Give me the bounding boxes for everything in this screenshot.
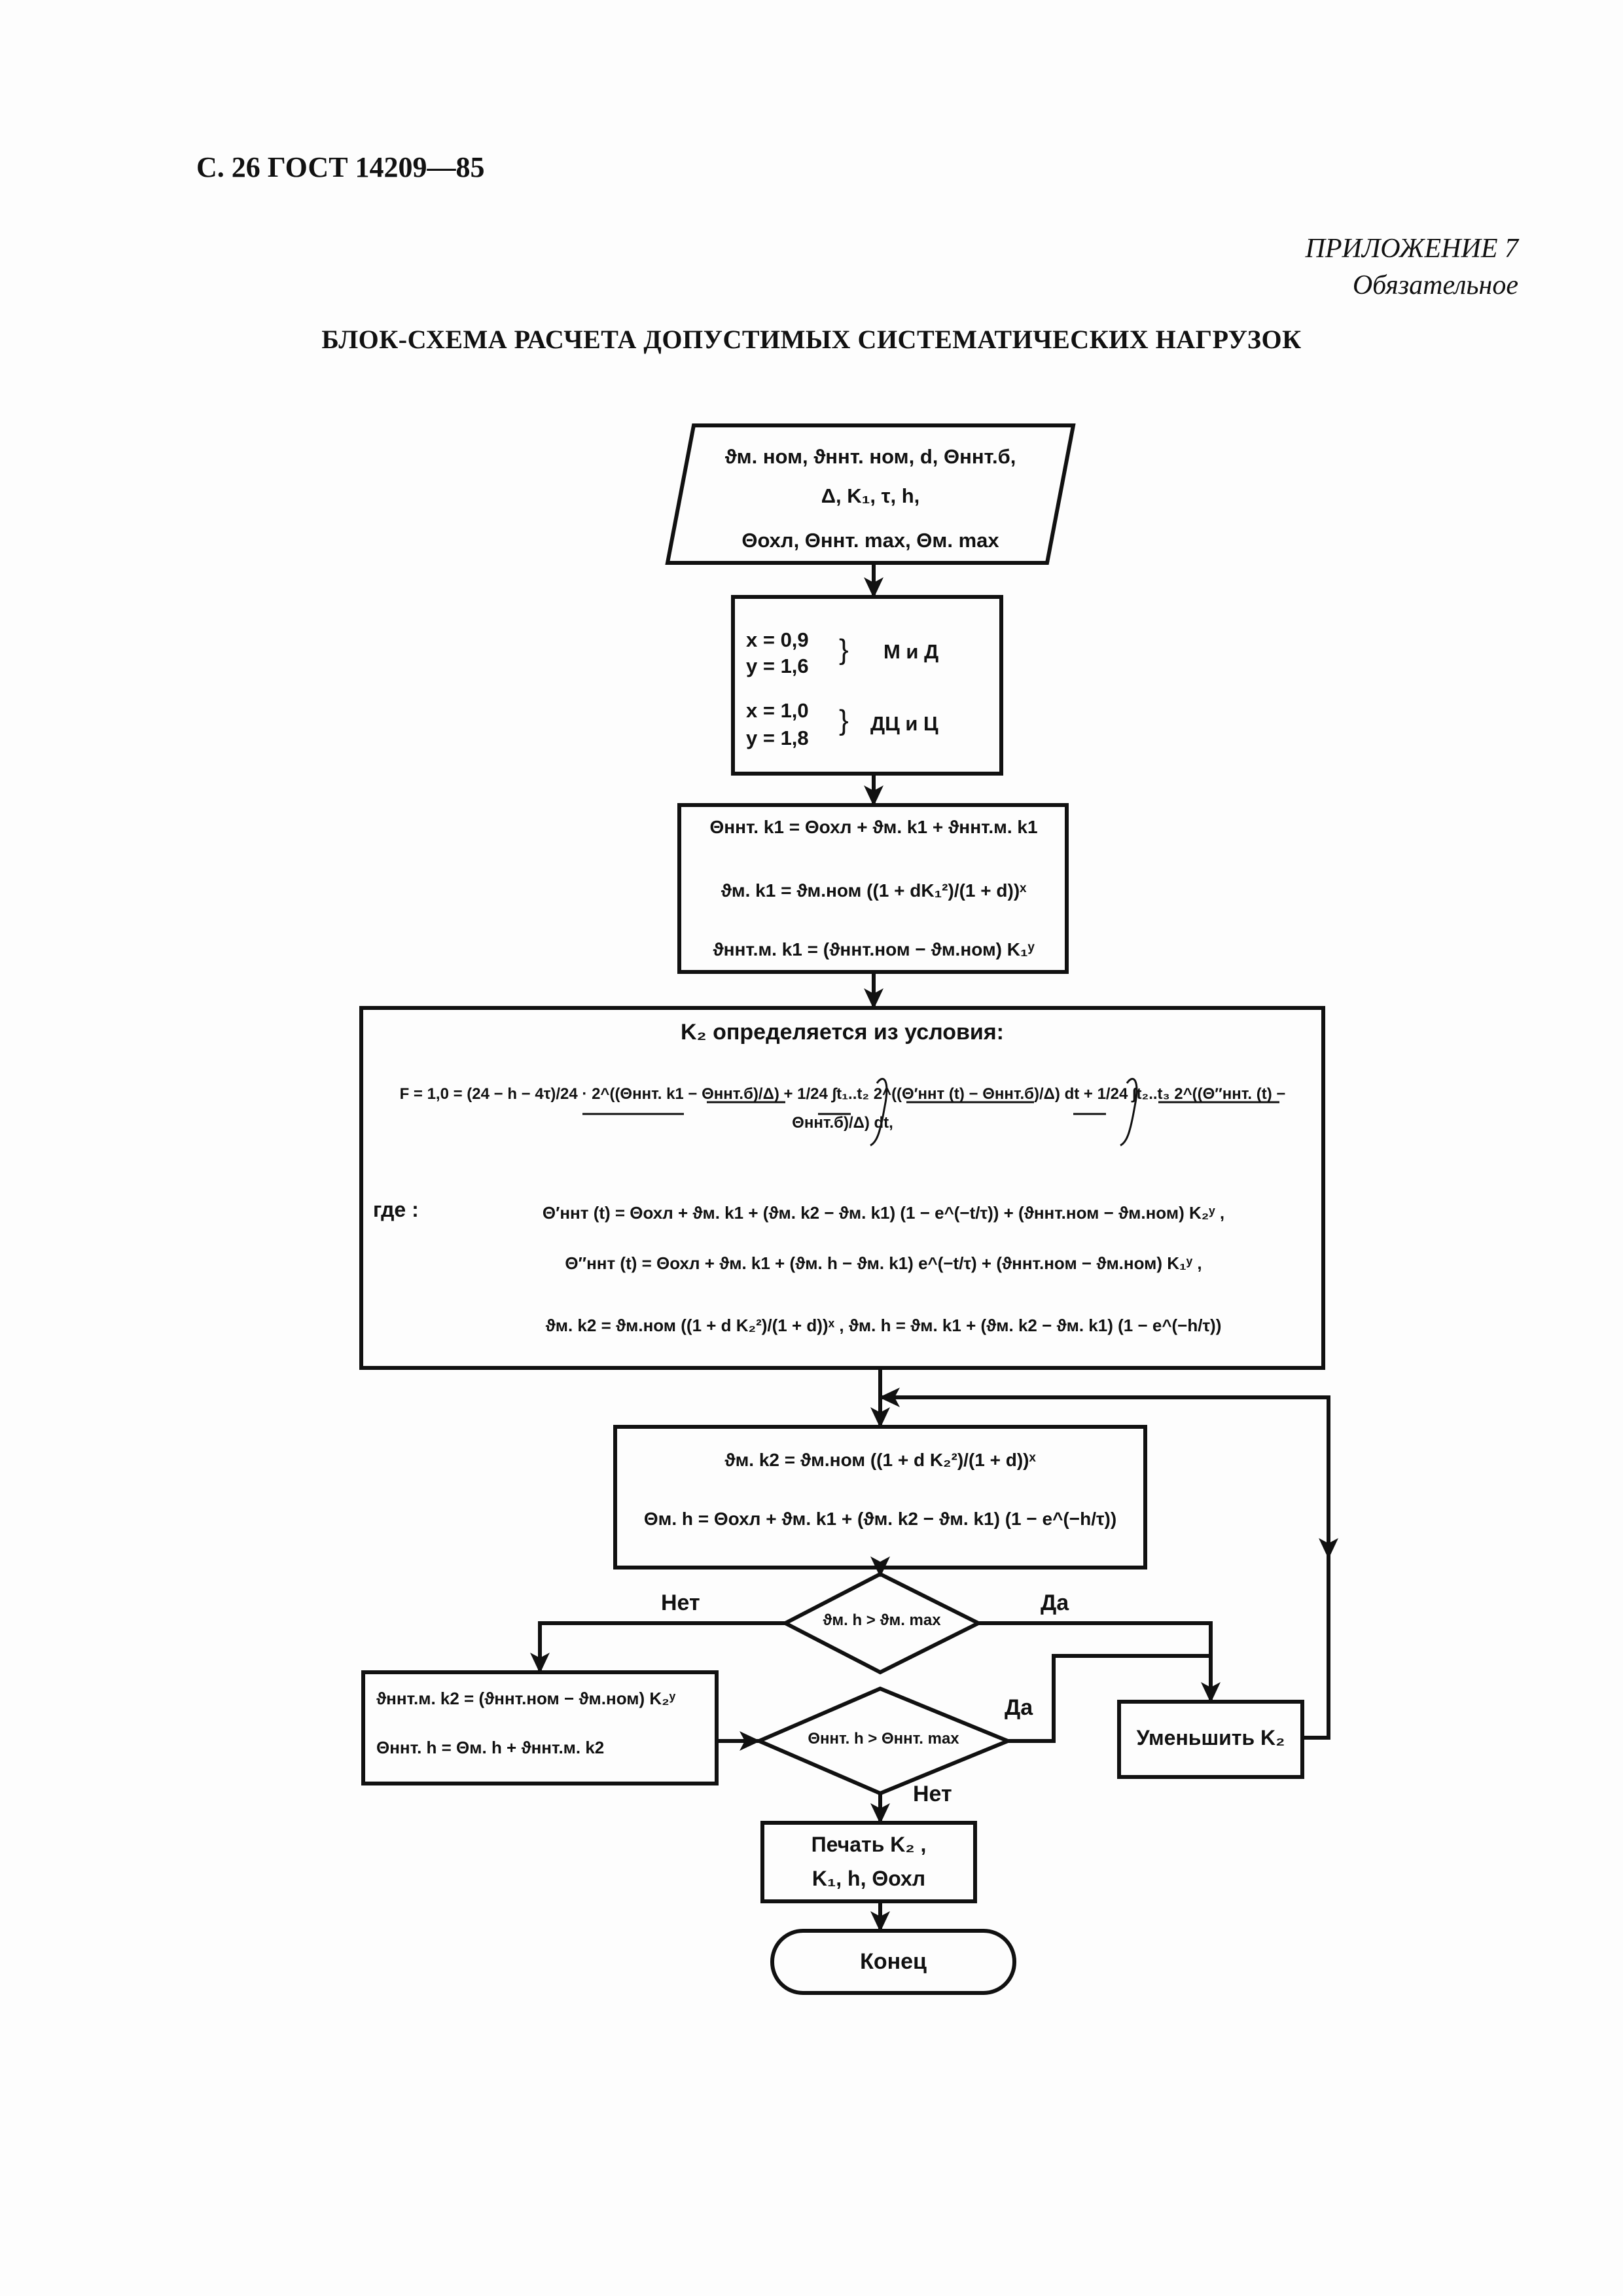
decision1-no-label: Нет bbox=[661, 1590, 700, 1615]
calc2-line1: ϑм. k2 = ϑм.ном ((1 + d K₂²)/(1 + d))ˣ bbox=[724, 1450, 1036, 1470]
decision2-yes-label: Да bbox=[1005, 1695, 1033, 1720]
coeff-type2: ДЦ и Ц bbox=[870, 712, 938, 735]
k2-where: где : bbox=[373, 1198, 419, 1221]
print-box bbox=[760, 1821, 977, 1903]
decision1-yes-label: Да bbox=[1041, 1590, 1069, 1615]
coeff-x1: x = 0,9 bbox=[746, 628, 809, 651]
calc1-line1: Θннт. k1 = Θохл + ϑм. k1 + ϑннт.м. k1 bbox=[709, 817, 1038, 837]
appendix-number: ПРИЛОЖЕНИЕ 7 bbox=[1305, 234, 1518, 264]
reduce-k2-text: Уменьшить K₂ bbox=[1136, 1726, 1285, 1749]
document-title: БЛОК-СХЕМА РАСЧЕТА ДОПУСТИМЫХ СИСТЕМАТИЧ… bbox=[321, 325, 1302, 354]
calc2-box bbox=[613, 1425, 1147, 1570]
coeff-y2: y = 1,8 bbox=[746, 726, 809, 749]
coeff-type1: М и Д bbox=[883, 640, 939, 663]
k2-condition-box bbox=[359, 1006, 1325, 1370]
appendix-status: Обязательное bbox=[1352, 270, 1518, 300]
k2-formula: F = 1,0 = (24 − h − 4τ)/24 · 2^((Θннт. k… bbox=[399, 1085, 1286, 1132]
coeff-x2: x = 1,0 bbox=[746, 699, 809, 722]
brace-2: } bbox=[839, 704, 849, 736]
decision2-no-label: Нет bbox=[913, 1782, 952, 1806]
decision1-diamond bbox=[781, 1571, 983, 1675]
calc1-line2: ϑм. k1 = ϑм.ном ((1 + dK₁²)/(1 + d))ˣ bbox=[721, 880, 1027, 901]
decision2-text: Θннт. h > Θннт. max bbox=[808, 1730, 959, 1748]
decision1-text: ϑм. h > ϑм. max bbox=[823, 1611, 941, 1629]
end-terminator bbox=[770, 1929, 1016, 1995]
print-line2: K₁, h, Θохл bbox=[812, 1867, 926, 1890]
input-parallelogram bbox=[665, 423, 1076, 565]
input-line1: ϑм. ном, ϑннт. ном, d, Θннт.б, bbox=[724, 445, 1016, 468]
appendix-block: ПРИЛОЖЕНИЕ 7 Обязательное bbox=[1306, 230, 1518, 304]
coeff-y1: y = 1,6 bbox=[746, 655, 809, 677]
print-line1: Печать K₂ , bbox=[811, 1833, 927, 1856]
k2-where-1: Θ′ннт (t) = Θохл + ϑм. k1 + (ϑм. k2 − ϑм… bbox=[542, 1203, 1225, 1223]
calc1-line3: ϑннт.м. k1 = (ϑннт.ном − ϑм.ном) K₁ʸ bbox=[713, 939, 1035, 960]
calc3-line1: ϑннт.м. k2 = (ϑннт.ном − ϑм.ном) K₂ʸ bbox=[376, 1689, 676, 1708]
page-reference: С. 26 ГОСТ 14209—85 bbox=[196, 151, 485, 183]
calc2-line2: Θм. h = Θохл + ϑм. k1 + (ϑм. k2 − ϑм. k1… bbox=[643, 1509, 1117, 1529]
input-line3: Θохл, Θннт. max, Θм. max bbox=[741, 529, 999, 552]
end-text: Конец bbox=[860, 1949, 927, 1974]
input-line2: Δ, K₁, τ, h, bbox=[821, 484, 920, 507]
k2-where-2: Θ″ннт (t) = Θохл + ϑм. k1 + (ϑм. h − ϑм.… bbox=[565, 1253, 1202, 1273]
brace-1: } bbox=[839, 634, 849, 666]
k2-where-3: ϑм. k2 = ϑм.ном ((1 + d K₂²)/(1 + d))ˣ ,… bbox=[545, 1316, 1222, 1335]
k2-heading: K₂ определяется из условия: bbox=[681, 1020, 1004, 1045]
calc3-line2: Θннт. h = Θм. h + ϑннт.м. k2 bbox=[376, 1738, 605, 1757]
